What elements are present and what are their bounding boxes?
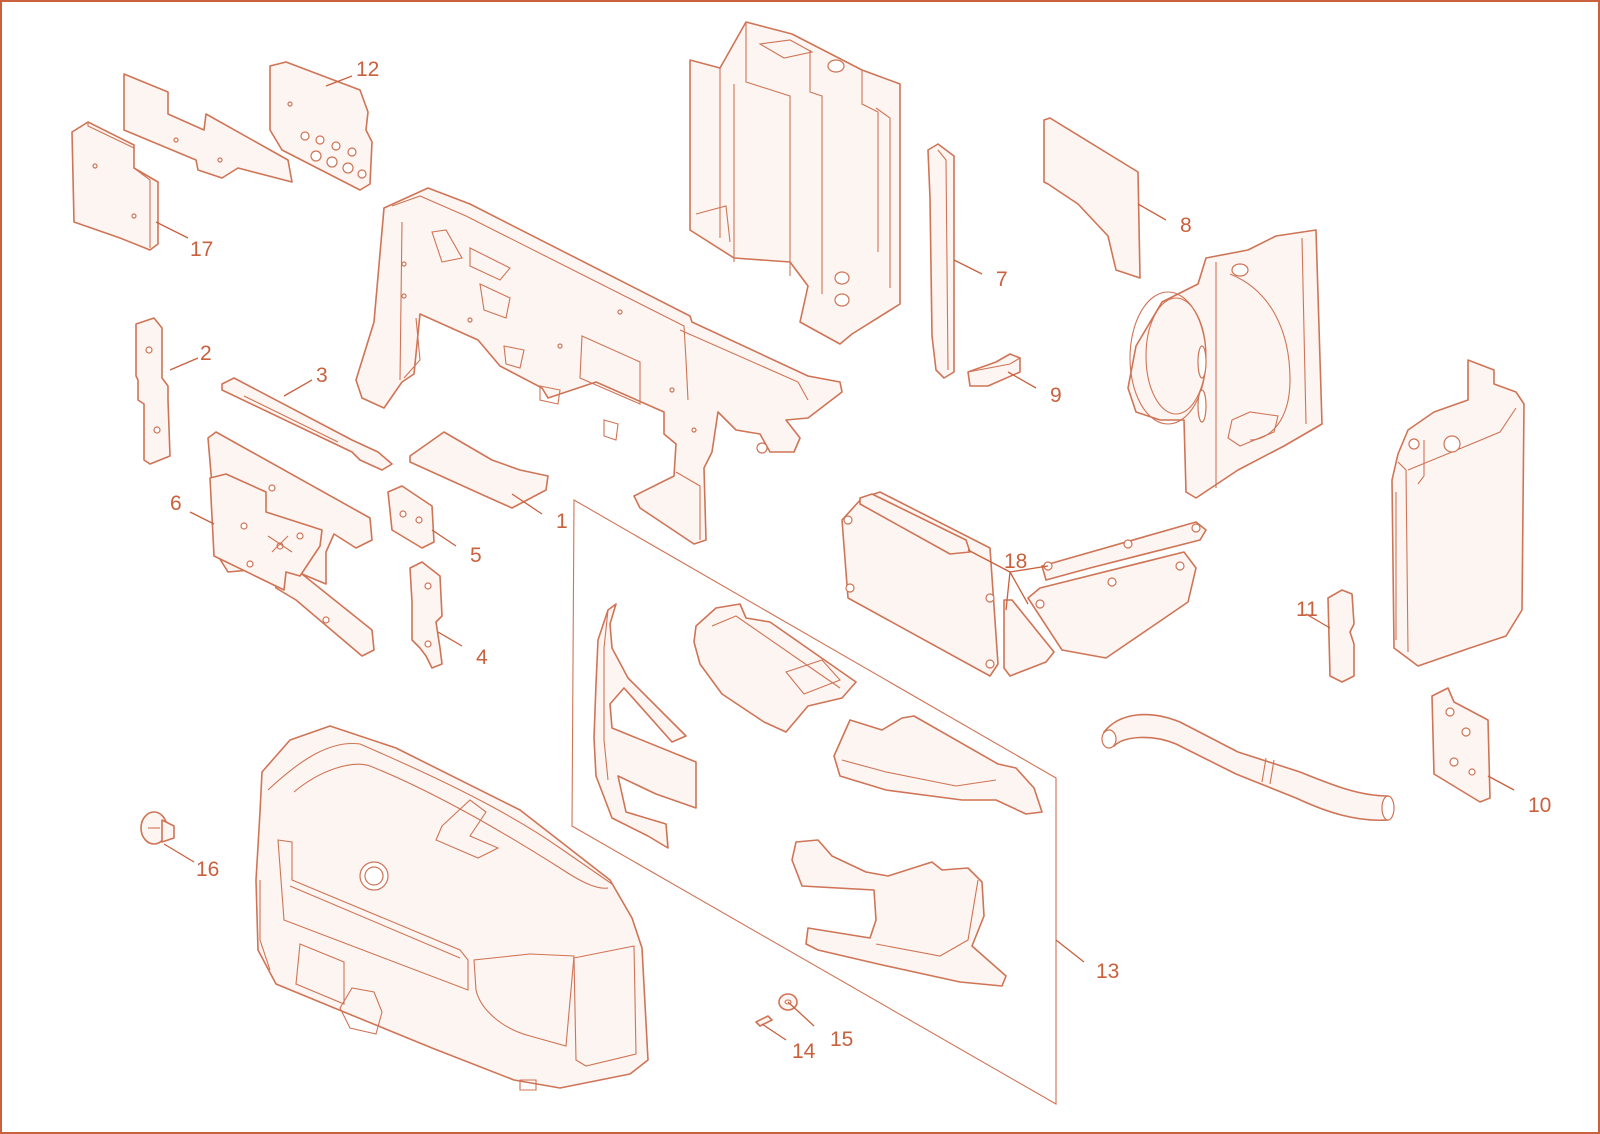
callout-15: 15 — [830, 1028, 853, 1051]
part-11-pad — [1327, 589, 1355, 683]
part-13-group-outline — [571, 499, 1057, 1105]
front-counterweight — [255, 725, 649, 1091]
callout-labels: 1 2 3 4 5 6 7 8 9 10 11 12 13 14 15 16 1… — [170, 58, 1551, 1063]
part-5-pad — [387, 485, 435, 549]
callout-10: 10 — [1528, 794, 1551, 817]
coolant-hose — [1101, 713, 1395, 822]
callout-1: 1 — [556, 510, 568, 533]
part-3-flat-bar — [221, 377, 393, 471]
part-14-pin — [755, 1015, 773, 1027]
radiator — [1391, 359, 1525, 667]
part-17-side-panel — [71, 121, 159, 251]
callout-14: 14 — [792, 1040, 816, 1063]
part-10-bracket-plate — [1431, 687, 1491, 803]
part-13-middle-trim — [833, 715, 1043, 815]
part-1-flat-plate — [409, 431, 549, 509]
part-2-bracket — [135, 317, 171, 465]
callout-12: 12 — [356, 58, 379, 81]
callout-8: 8 — [1180, 214, 1192, 237]
part-13-lower-trim — [791, 839, 1007, 987]
part-6-stepped-plate — [207, 431, 375, 657]
part-7-long-strip — [927, 143, 955, 379]
tall-duct-housing — [689, 21, 901, 345]
callout-2: 2 — [200, 342, 212, 365]
part-12-mount-plate — [123, 73, 293, 183]
part-8-flat-panel — [1043, 117, 1141, 279]
callout-4: 4 — [476, 646, 488, 669]
part-13-upper-trim — [693, 603, 857, 733]
part-16-plug — [140, 811, 175, 845]
callout-16: 16 — [196, 858, 219, 881]
callout-18: 18 — [1004, 550, 1027, 573]
part-9-block — [967, 353, 1021, 387]
part-4-bracket — [409, 561, 443, 669]
callout-9: 9 — [1050, 384, 1062, 407]
callout-13: 13 — [1096, 960, 1119, 983]
part-12-hole-plate — [269, 61, 373, 191]
callout-11: 11 — [1296, 598, 1318, 621]
main-chassis-frame — [355, 187, 843, 545]
callout-5: 5 — [470, 544, 482, 567]
callout-17: 17 — [190, 238, 213, 261]
callout-7: 7 — [996, 268, 1008, 291]
part-18-side-panels — [841, 491, 1207, 677]
fan-shroud — [1127, 229, 1323, 499]
part-13-front-trim — [593, 603, 697, 849]
callout-6: 6 — [170, 492, 182, 515]
leader-lines — [155, 75, 1515, 1041]
callout-3: 3 — [316, 364, 328, 387]
